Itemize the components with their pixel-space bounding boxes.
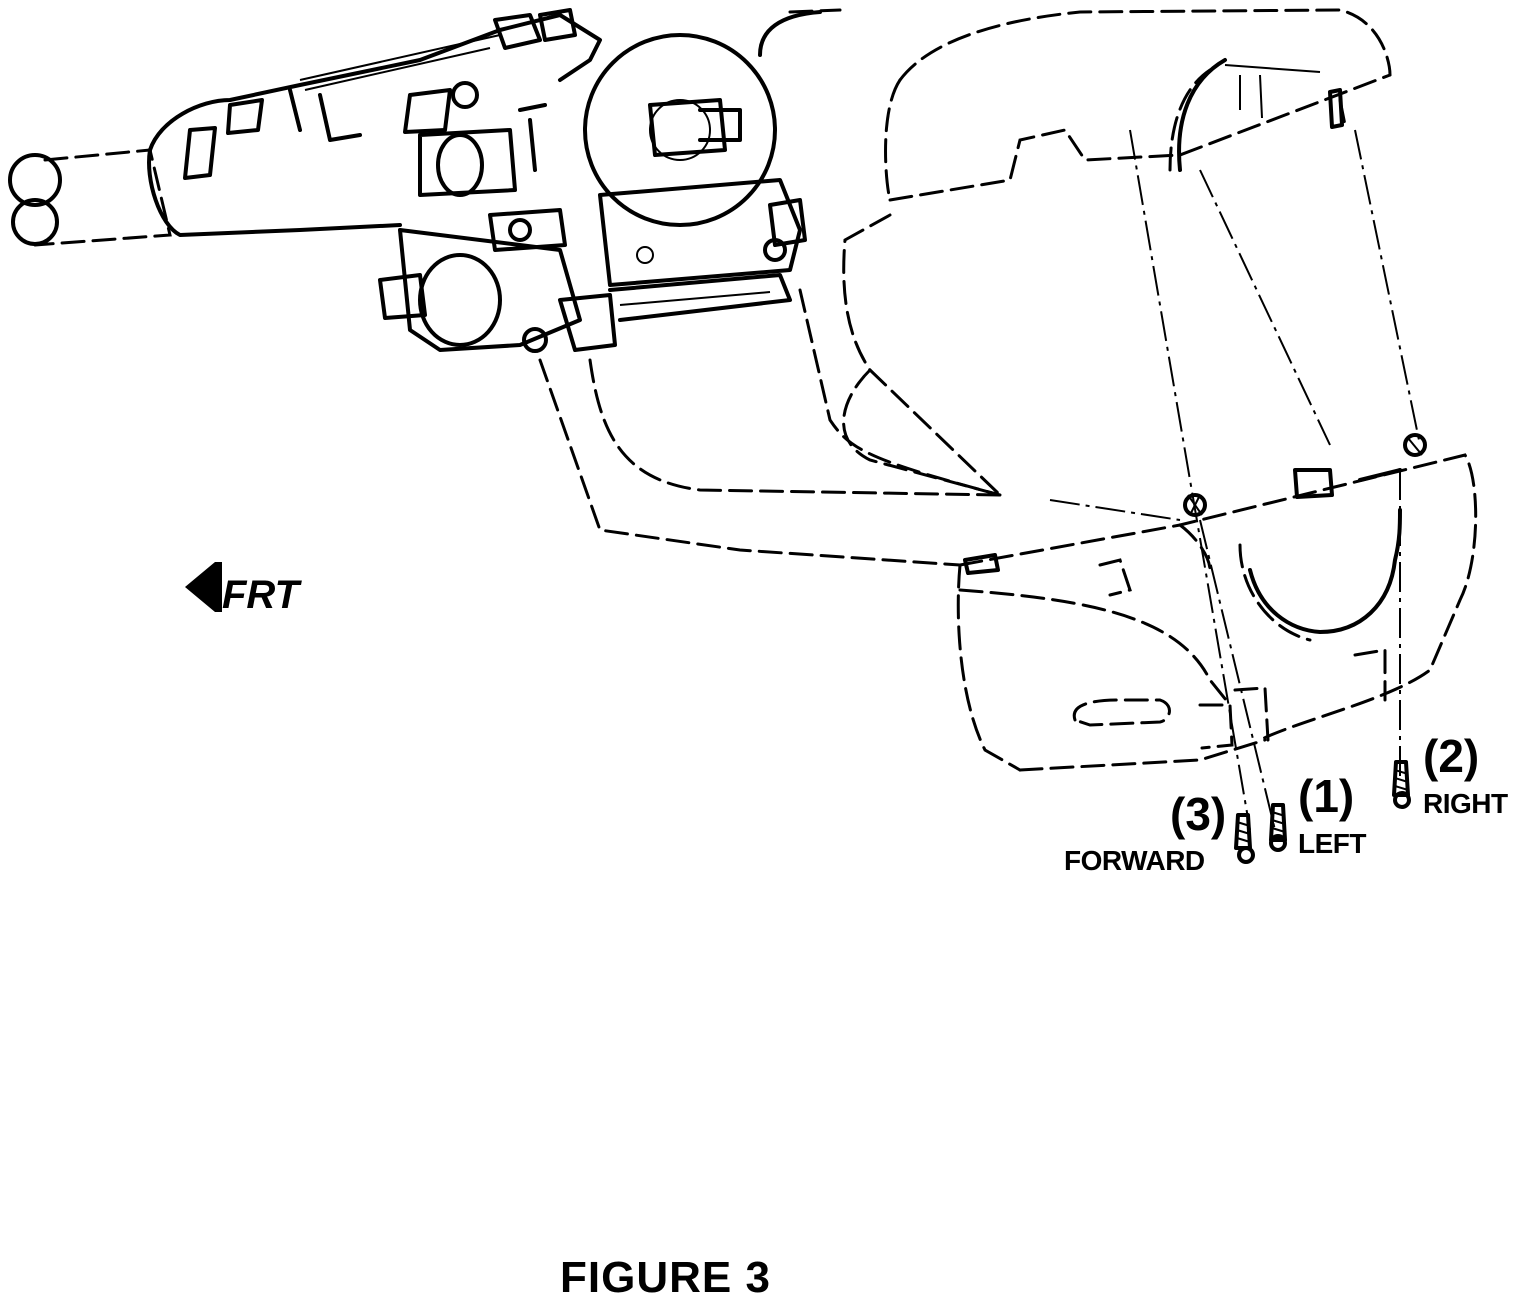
left-arrow-icon [185, 562, 222, 612]
screw-3-forward [1234, 813, 1255, 864]
retaining-clips [963, 433, 1427, 575]
steering-column-drawing [8, 8, 842, 353]
callout-3-number: (3) [1170, 788, 1226, 840]
lower-column-cover [956, 453, 1478, 772]
direction-label: FRT [222, 573, 303, 617]
callout-2-word: RIGHT [1423, 788, 1508, 819]
callout-3-word: FORWARD [1064, 845, 1205, 876]
callout-2-number: (2) [1423, 730, 1479, 782]
callout-1-number: (1) [1298, 770, 1354, 822]
callout-1-word: LEFT [1298, 828, 1366, 859]
direction-indicator: FRT [185, 562, 303, 617]
upper-column-cover [842, 8, 1392, 497]
screw-1-left [1269, 803, 1287, 852]
bolt-guide-lines [538, 129, 1421, 831]
screw-2-right [1392, 760, 1411, 809]
figure-caption: FIGURE 3 [560, 1253, 771, 1300]
